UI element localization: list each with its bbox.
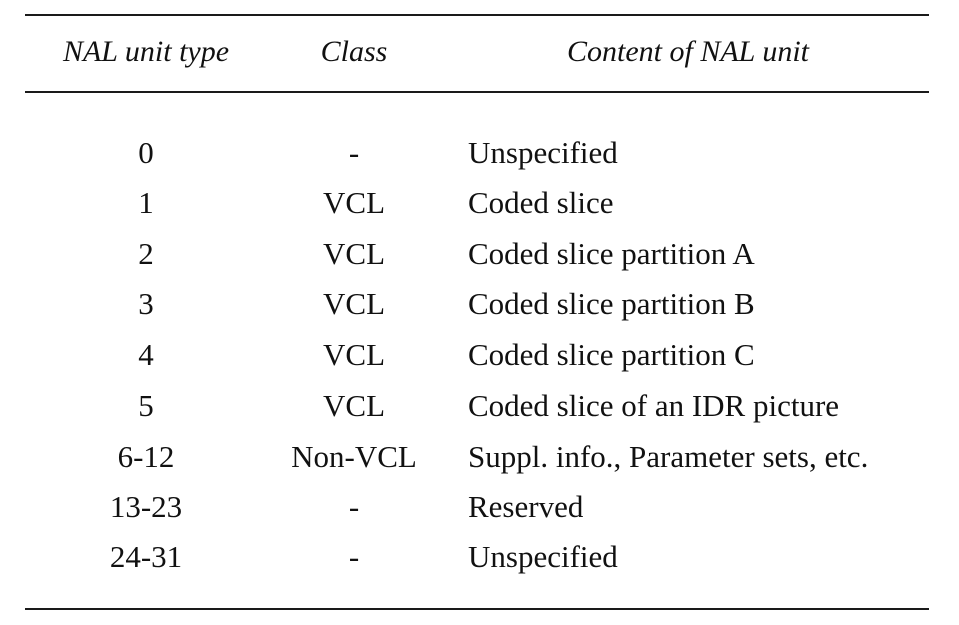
cell-content: Reserved — [468, 489, 584, 524]
cell-content: Coded slice — [468, 185, 614, 220]
table-header-rule — [25, 91, 929, 93]
cell-type: 4 — [138, 337, 154, 372]
cell-class: VCL — [323, 286, 385, 321]
table-bottom-rule — [25, 608, 929, 610]
cell-content: Unspecified — [468, 135, 618, 170]
cell-class: VCL — [323, 236, 385, 271]
cell-class: - — [348, 539, 360, 574]
header-content: Content of NAL unit — [567, 35, 809, 68]
cell-content: Coded slice partition C — [468, 337, 755, 372]
cell-content: Coded slice of an IDR picture — [468, 388, 840, 423]
cell-type: 13-23 — [109, 489, 183, 524]
cell-class: Non-VCL — [291, 439, 417, 474]
cell-type: 3 — [138, 286, 154, 321]
cell-content: Unspecified — [468, 539, 618, 574]
cell-class: - — [348, 489, 360, 524]
cell-type: 1 — [138, 185, 154, 220]
cell-type: 5 — [138, 388, 154, 423]
cell-type: 0 — [138, 135, 154, 170]
cell-class: - — [348, 135, 360, 170]
cell-type: 2 — [138, 236, 154, 271]
cell-class: VCL — [323, 337, 385, 372]
cell-type: 6-12 — [117, 439, 175, 474]
header-class: Class — [320, 35, 388, 68]
cell-content: Coded slice partition B — [468, 286, 755, 321]
table-top-rule — [25, 14, 929, 16]
cell-class: VCL — [323, 185, 385, 220]
cell-class: VCL — [323, 388, 385, 423]
header-nal-unit-type: NAL unit type — [62, 35, 230, 68]
cell-content: Suppl. info., Parameter sets, etc. — [468, 439, 869, 474]
cell-type: 24-31 — [109, 539, 183, 574]
cell-content: Coded slice partition A — [468, 236, 755, 271]
